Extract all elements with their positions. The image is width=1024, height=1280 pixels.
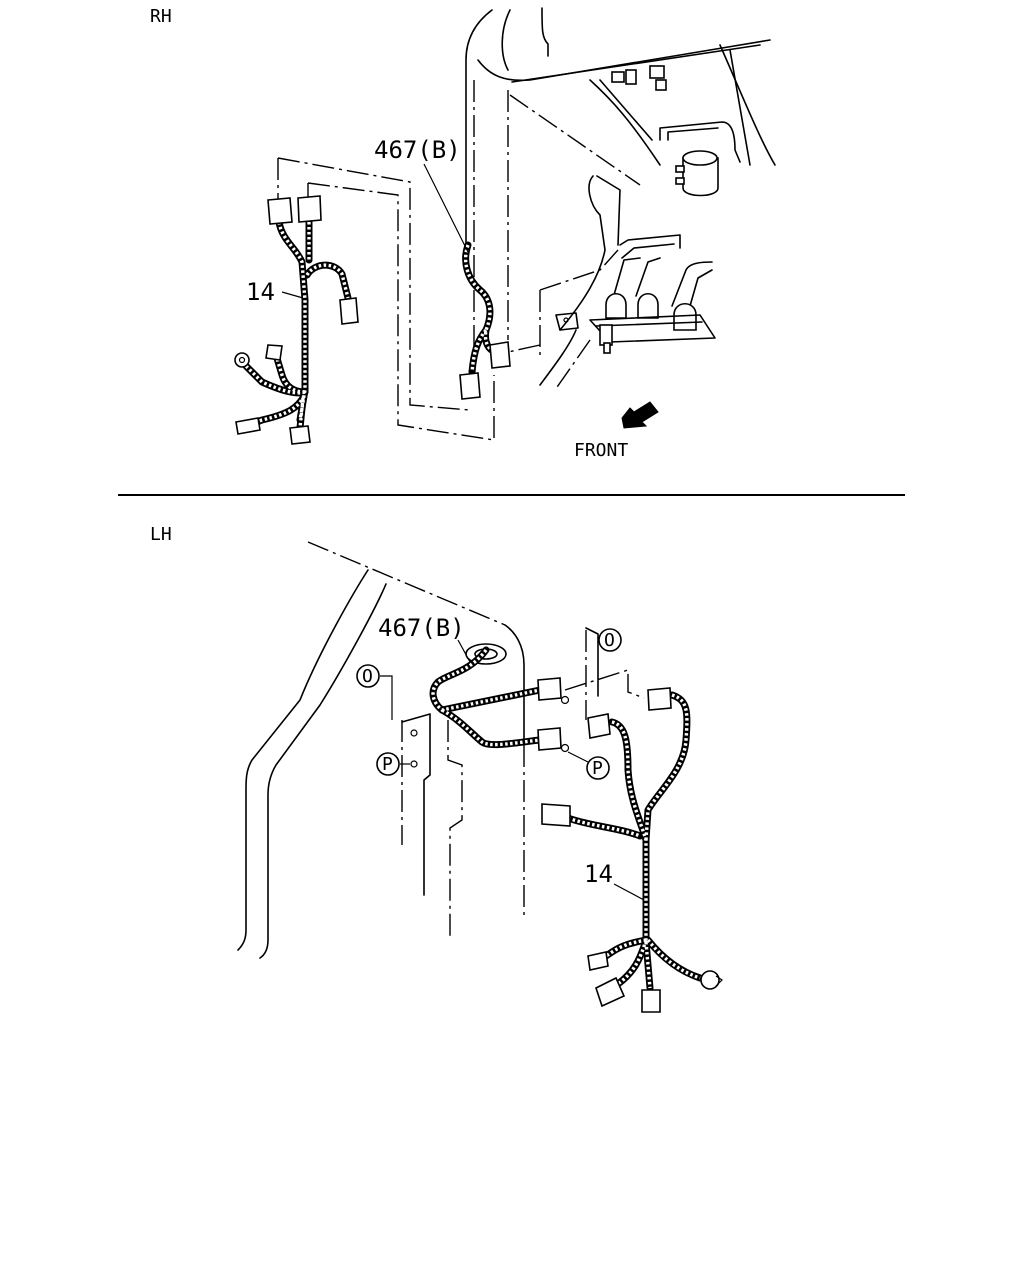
lh-harness-14 (541, 687, 723, 1013)
rh-leadline-b (277, 157, 471, 411)
rh-harness-467b (423, 163, 511, 400)
lh-harness-467b (429, 639, 570, 753)
svg-text:O: O (362, 666, 373, 687)
svg-text:P: P (592, 758, 603, 779)
rh-label-harness-467b: 467(B) (374, 136, 461, 164)
lh-marker-o-left: O (356, 664, 380, 688)
lh-section-label: LH (150, 524, 172, 545)
lh-marker-p-right: P (567, 751, 610, 780)
rh-label-front: FRONT (574, 440, 628, 461)
front-arrow (621, 401, 659, 429)
relay-component (675, 150, 719, 197)
lh-section: LH (150, 524, 723, 1013)
lh-label-harness-14: 14 (584, 860, 613, 888)
rh-section-label: RH (150, 6, 172, 27)
lh-marker-p-left: P (376, 752, 400, 776)
svg-text:P: P (382, 754, 393, 775)
lh-label-harness-467b: 467(B) (378, 614, 465, 642)
rh-label-harness-14: 14 (246, 278, 275, 306)
rh-section: RH (150, 6, 776, 461)
lh-body-structure (237, 541, 645, 959)
rh-body-structure (465, 7, 776, 395)
svg-text:O: O (604, 630, 615, 651)
rh-harness-14 (234, 195, 359, 445)
rh-leadline-d (307, 182, 495, 441)
lh-marker-o-right: O (598, 628, 622, 652)
